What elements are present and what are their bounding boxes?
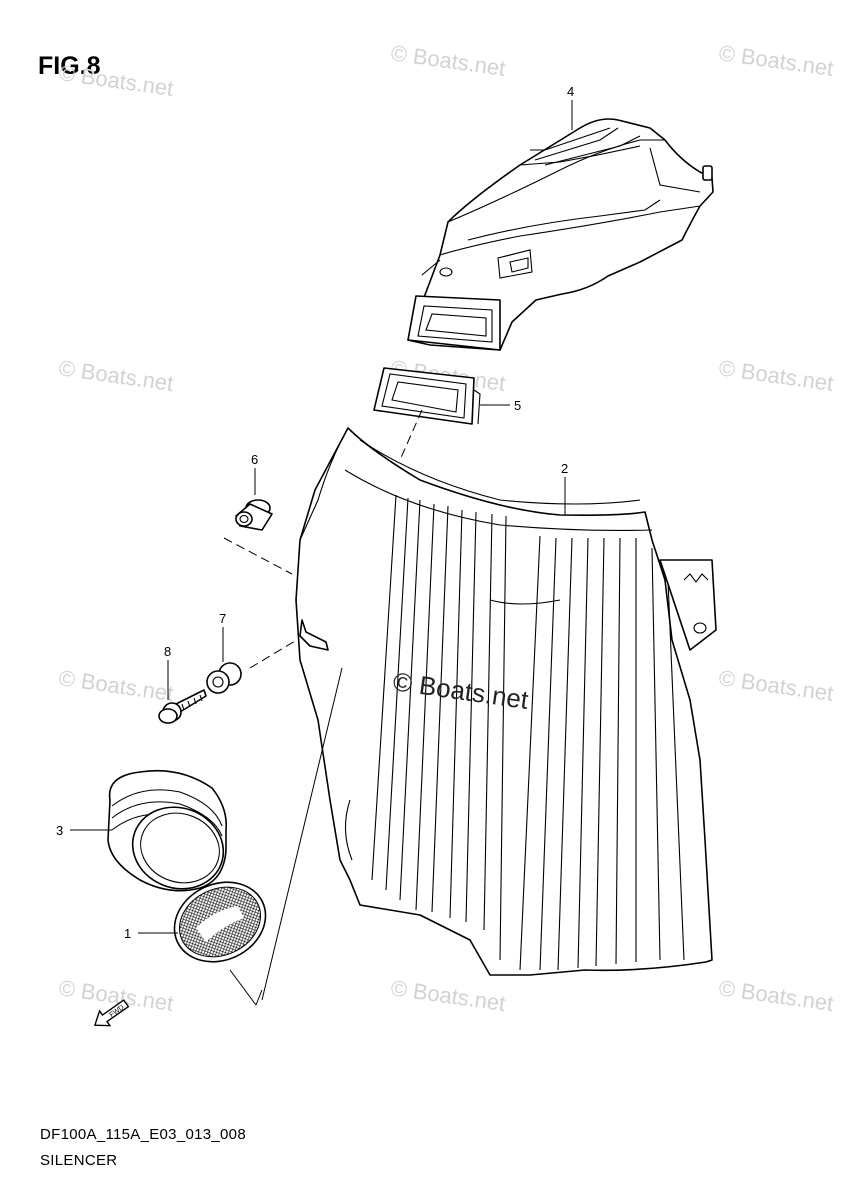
watermark: © Boats.net	[57, 665, 175, 706]
callout-5: 5	[514, 398, 521, 413]
drawing-name: SILENCER	[40, 1152, 118, 1169]
callout-2: 2	[561, 461, 568, 476]
callout-1: 1	[124, 926, 131, 941]
part-2-silencer-case	[295, 427, 717, 976]
watermark: © Boats.net	[389, 975, 507, 1016]
part-4-intake-duct	[407, 118, 714, 351]
part-6-collar	[235, 499, 273, 531]
watermark: © Boats.net	[717, 355, 835, 396]
part-1-screen	[173, 881, 267, 963]
watermark: © Boats.net	[717, 975, 835, 1016]
callout-labels: 4 5 2 6 7 8 3 1	[56, 84, 574, 941]
part-8-bolt	[158, 689, 207, 724]
callout-3: 3	[56, 823, 63, 838]
part-3-intake-seal	[107, 769, 228, 892]
part-7-grommet	[206, 662, 242, 694]
callout-4: 4	[567, 84, 574, 99]
callout-6: 6	[251, 452, 258, 467]
callout-8: 8	[164, 644, 171, 659]
watermark: © Boats.net	[57, 60, 175, 101]
drawing-code: DF100A_115A_E03_013_008	[40, 1126, 246, 1143]
leader-lines	[70, 100, 573, 1006]
part-5-seal	[373, 367, 481, 425]
callout-7: 7	[219, 611, 226, 626]
watermark: © Boats.net	[717, 40, 835, 81]
watermark: © Boats.net	[389, 40, 507, 81]
figure-label: FIG.8	[38, 52, 101, 80]
watermark: © Boats.net	[717, 665, 835, 706]
watermark: © Boats.net	[57, 355, 175, 396]
